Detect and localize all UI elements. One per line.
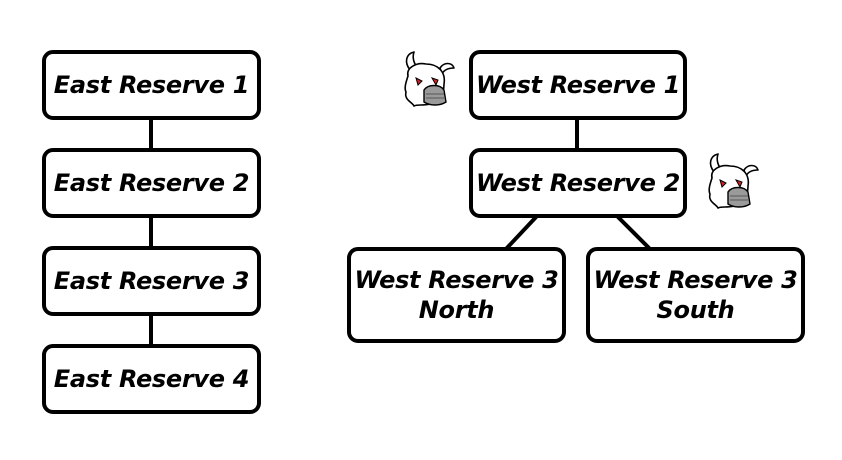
node-east-reserve-4: East Reserve 4 <box>42 344 261 414</box>
connector-west-2-south <box>615 214 652 251</box>
node-label-line-1: West Reserve 3 <box>354 266 559 294</box>
node-label: East Reserve 1 <box>53 71 250 99</box>
node-label: West Reserve 1 <box>475 71 681 99</box>
node-label: East Reserve 4 <box>53 365 250 393</box>
node-label-line-1: West Reserve 3 <box>593 266 798 294</box>
node-label: East Reserve 2 <box>53 169 250 197</box>
node-east-reserve-2: East Reserve 2 <box>42 148 261 218</box>
node-west-reserve-3-north: West Reserve 3 North <box>347 247 566 343</box>
node-west-reserve-2: West Reserve 2 <box>469 148 687 218</box>
node-west-reserve-1: West Reserve 1 <box>469 50 687 120</box>
connector-west-2-north <box>504 214 539 251</box>
ghost-icon <box>404 51 455 107</box>
node-east-reserve-1: East Reserve 1 <box>42 50 261 120</box>
node-label-line-2: North <box>418 296 495 324</box>
ghost-icon <box>708 153 759 209</box>
node-label-line-2: South <box>656 296 735 324</box>
node-west-reserve-3-south: West Reserve 3 South <box>586 247 805 343</box>
node-east-reserve-3: East Reserve 3 <box>42 246 261 316</box>
node-label: East Reserve 3 <box>53 267 250 295</box>
node-label: West Reserve 2 <box>475 169 681 197</box>
